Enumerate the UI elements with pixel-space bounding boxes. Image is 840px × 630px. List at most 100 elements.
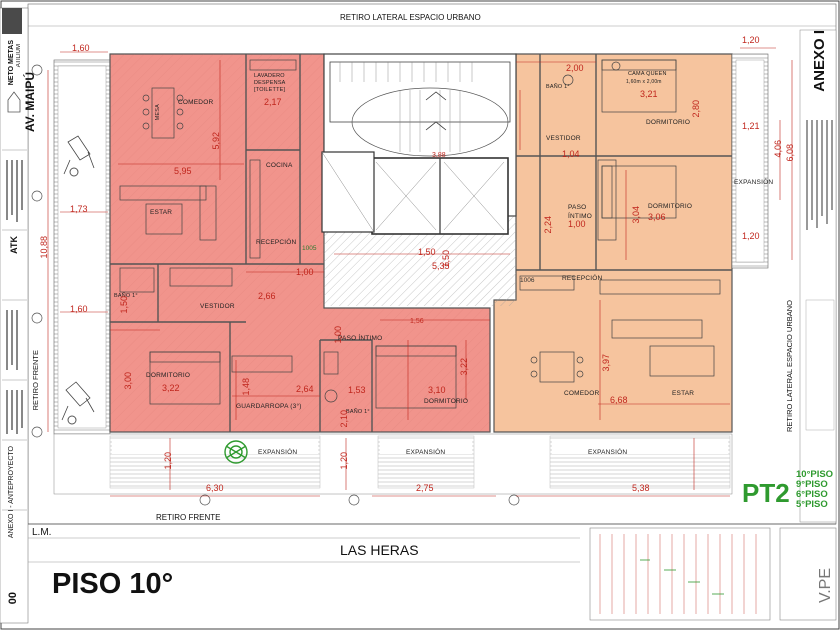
dim-label: 1,00 bbox=[296, 267, 314, 277]
room-expansion-b3: EXPANSIÓN bbox=[588, 449, 628, 456]
room-bano-right: BAÑO 1° bbox=[546, 84, 570, 90]
dim-label: 6,08 bbox=[785, 144, 795, 162]
room-comedor-right: COMEDOR bbox=[564, 390, 600, 397]
dim-label: 5,38 bbox=[632, 483, 650, 493]
plan-code: PT2 bbox=[742, 478, 790, 508]
room-vestidor-left: VESTIDOR bbox=[200, 303, 235, 310]
floor-list: 10°PISO 9°PISO 6°PISO 5°PISO bbox=[796, 470, 833, 510]
dim-label: 1,00 bbox=[333, 326, 343, 344]
firm-sub: ATILIUM bbox=[16, 44, 22, 68]
dim-label: 2,00 bbox=[566, 63, 584, 73]
floor-item: 5°PISO bbox=[796, 499, 828, 510]
dim-label: 5,35 bbox=[432, 261, 450, 271]
annex-label: ANEXO I bbox=[811, 30, 828, 92]
room-lavadero: LAVADERO bbox=[254, 73, 285, 79]
room-mesa: MESA bbox=[155, 104, 161, 121]
dim-label: 3,00 bbox=[123, 372, 133, 390]
dim-label: 1,20 bbox=[742, 35, 760, 45]
firm-code: ATK bbox=[9, 236, 19, 254]
room-dormitorio-mid: DORMITORIO bbox=[424, 398, 469, 405]
firm-name: NETO METAS bbox=[8, 40, 15, 86]
dim-label: 3,10 bbox=[428, 385, 446, 395]
room-toilette: [TOILETTE] bbox=[254, 87, 286, 93]
dim-label: 1,04 bbox=[562, 149, 580, 159]
dim-label: 2,66 bbox=[258, 291, 276, 301]
dim-label: 1,60 bbox=[72, 43, 90, 53]
dim-label: 3,06 bbox=[648, 212, 666, 222]
dim-label: 2,64 bbox=[296, 384, 314, 394]
street-left-label: AV. MAIPÚ bbox=[23, 72, 37, 133]
dim-label: 1,20 bbox=[339, 452, 349, 470]
room-recepcion-left: RECEPCIÓN bbox=[256, 239, 297, 246]
dim-label: 5,92 bbox=[211, 132, 221, 150]
room-recepcion-right: RECEPCIÓN bbox=[562, 275, 603, 282]
unit-code-1006: 1006 bbox=[520, 277, 535, 284]
room-dormitorio-right2: DORMITORIO bbox=[648, 203, 693, 210]
dim-label: 2,75 bbox=[416, 483, 434, 493]
room-cocina: COCINA bbox=[266, 162, 293, 169]
dim-label: 1,50 bbox=[418, 247, 436, 257]
room-expansion-b2: EXPANSIÓN bbox=[406, 449, 446, 456]
setback-right-label: RETIRO LATERAL ESPACIO URBANO bbox=[785, 300, 794, 432]
tree-icon bbox=[224, 440, 248, 464]
room-comedor: COMEDOR bbox=[178, 99, 214, 106]
dim-label: 1,20 bbox=[742, 231, 760, 241]
room-bano-left: BAÑO 1° bbox=[114, 293, 138, 299]
dim-label: 1,21 bbox=[742, 121, 760, 131]
room-vestidor-right: VESTIDOR bbox=[546, 135, 581, 142]
room-guardarropa: GUARDARROPA (3°) bbox=[236, 403, 302, 410]
setback-left-label: RETIRO FRENTE bbox=[31, 350, 40, 411]
dim-label: 6,68 bbox=[610, 395, 628, 405]
revision-label: V.PE bbox=[817, 568, 834, 603]
dim-label: 1,00 bbox=[568, 219, 586, 229]
dim-label: 2,10 bbox=[339, 410, 349, 428]
sheet-number: 00 bbox=[7, 592, 19, 605]
setback-bottom-label: RETIRO FRENTE bbox=[156, 513, 221, 522]
room-estar-left: ESTAR bbox=[150, 209, 173, 216]
room-expansion-right: EXPANSIÓN bbox=[734, 179, 774, 186]
room-estar-right: ESTAR bbox=[672, 390, 695, 397]
dim-label: 1,60 bbox=[70, 304, 88, 314]
dim-label: 2,80 bbox=[691, 100, 701, 118]
dim-label: 1,56 bbox=[410, 318, 424, 325]
dim-label: 1,20 bbox=[163, 452, 173, 470]
page-title: PISO 10° bbox=[52, 568, 174, 600]
dim-label: 3,22 bbox=[162, 383, 180, 393]
lm-label: L.M. bbox=[32, 527, 52, 538]
room-dormitorio-right1: DORMITORIO bbox=[646, 119, 691, 126]
dim-label: 10,88 bbox=[39, 236, 49, 259]
room-cama-size: 1,60m x 2,00m bbox=[626, 79, 662, 85]
firm-logo bbox=[2, 8, 22, 34]
dim-label: 1,48 bbox=[241, 378, 251, 396]
dim-label: 5,95 bbox=[174, 166, 192, 176]
dim-label: 6,30 bbox=[206, 483, 224, 493]
dim-label: 1,50 bbox=[119, 296, 129, 314]
dim-label: 3,22 bbox=[459, 358, 469, 376]
dim-label: 3,21 bbox=[640, 89, 658, 99]
doc-label: ANEXO I - ANTEPROYECTO bbox=[8, 446, 15, 539]
room-paso-intimo-right: PASO ÍNTIMO bbox=[568, 204, 592, 220]
room-despensa: DESPENSA bbox=[254, 80, 286, 86]
dim-label: 4,06 bbox=[773, 140, 783, 158]
dim-label: 3,97 bbox=[601, 354, 611, 372]
dim-label: 2,17 bbox=[264, 97, 282, 107]
dim-label: 1,53 bbox=[348, 385, 366, 395]
setback-top-label: RETIRO LATERAL ESPACIO URBANO bbox=[340, 13, 481, 22]
room-expansion-b1: EXPANSIÓN bbox=[258, 449, 298, 456]
street-bottom-label: LAS HERAS bbox=[340, 542, 419, 558]
dim-label: 3,88 bbox=[432, 152, 446, 159]
room-bano-mid: BAÑO 1° bbox=[346, 409, 370, 415]
dim-label: 1,73 bbox=[70, 204, 88, 214]
dim-label: 3,04 bbox=[631, 206, 641, 224]
room-paso-intimo-mid: PASO ÍNTIMO bbox=[338, 335, 383, 342]
unit-code-1005: 1005 bbox=[302, 245, 317, 252]
floor-item: 9°PISO bbox=[796, 479, 828, 490]
floor-item: 10°PISO bbox=[796, 469, 834, 480]
room-cama-queen: CAMA QUEEN bbox=[628, 71, 667, 77]
floor-item: 6°PISO bbox=[796, 489, 828, 500]
schedule-table bbox=[589, 527, 771, 621]
dim-label: 2,24 bbox=[543, 216, 553, 234]
room-dormitorio-left: DORMITORIO bbox=[146, 372, 191, 379]
dim-label: 1,50 bbox=[441, 250, 451, 268]
